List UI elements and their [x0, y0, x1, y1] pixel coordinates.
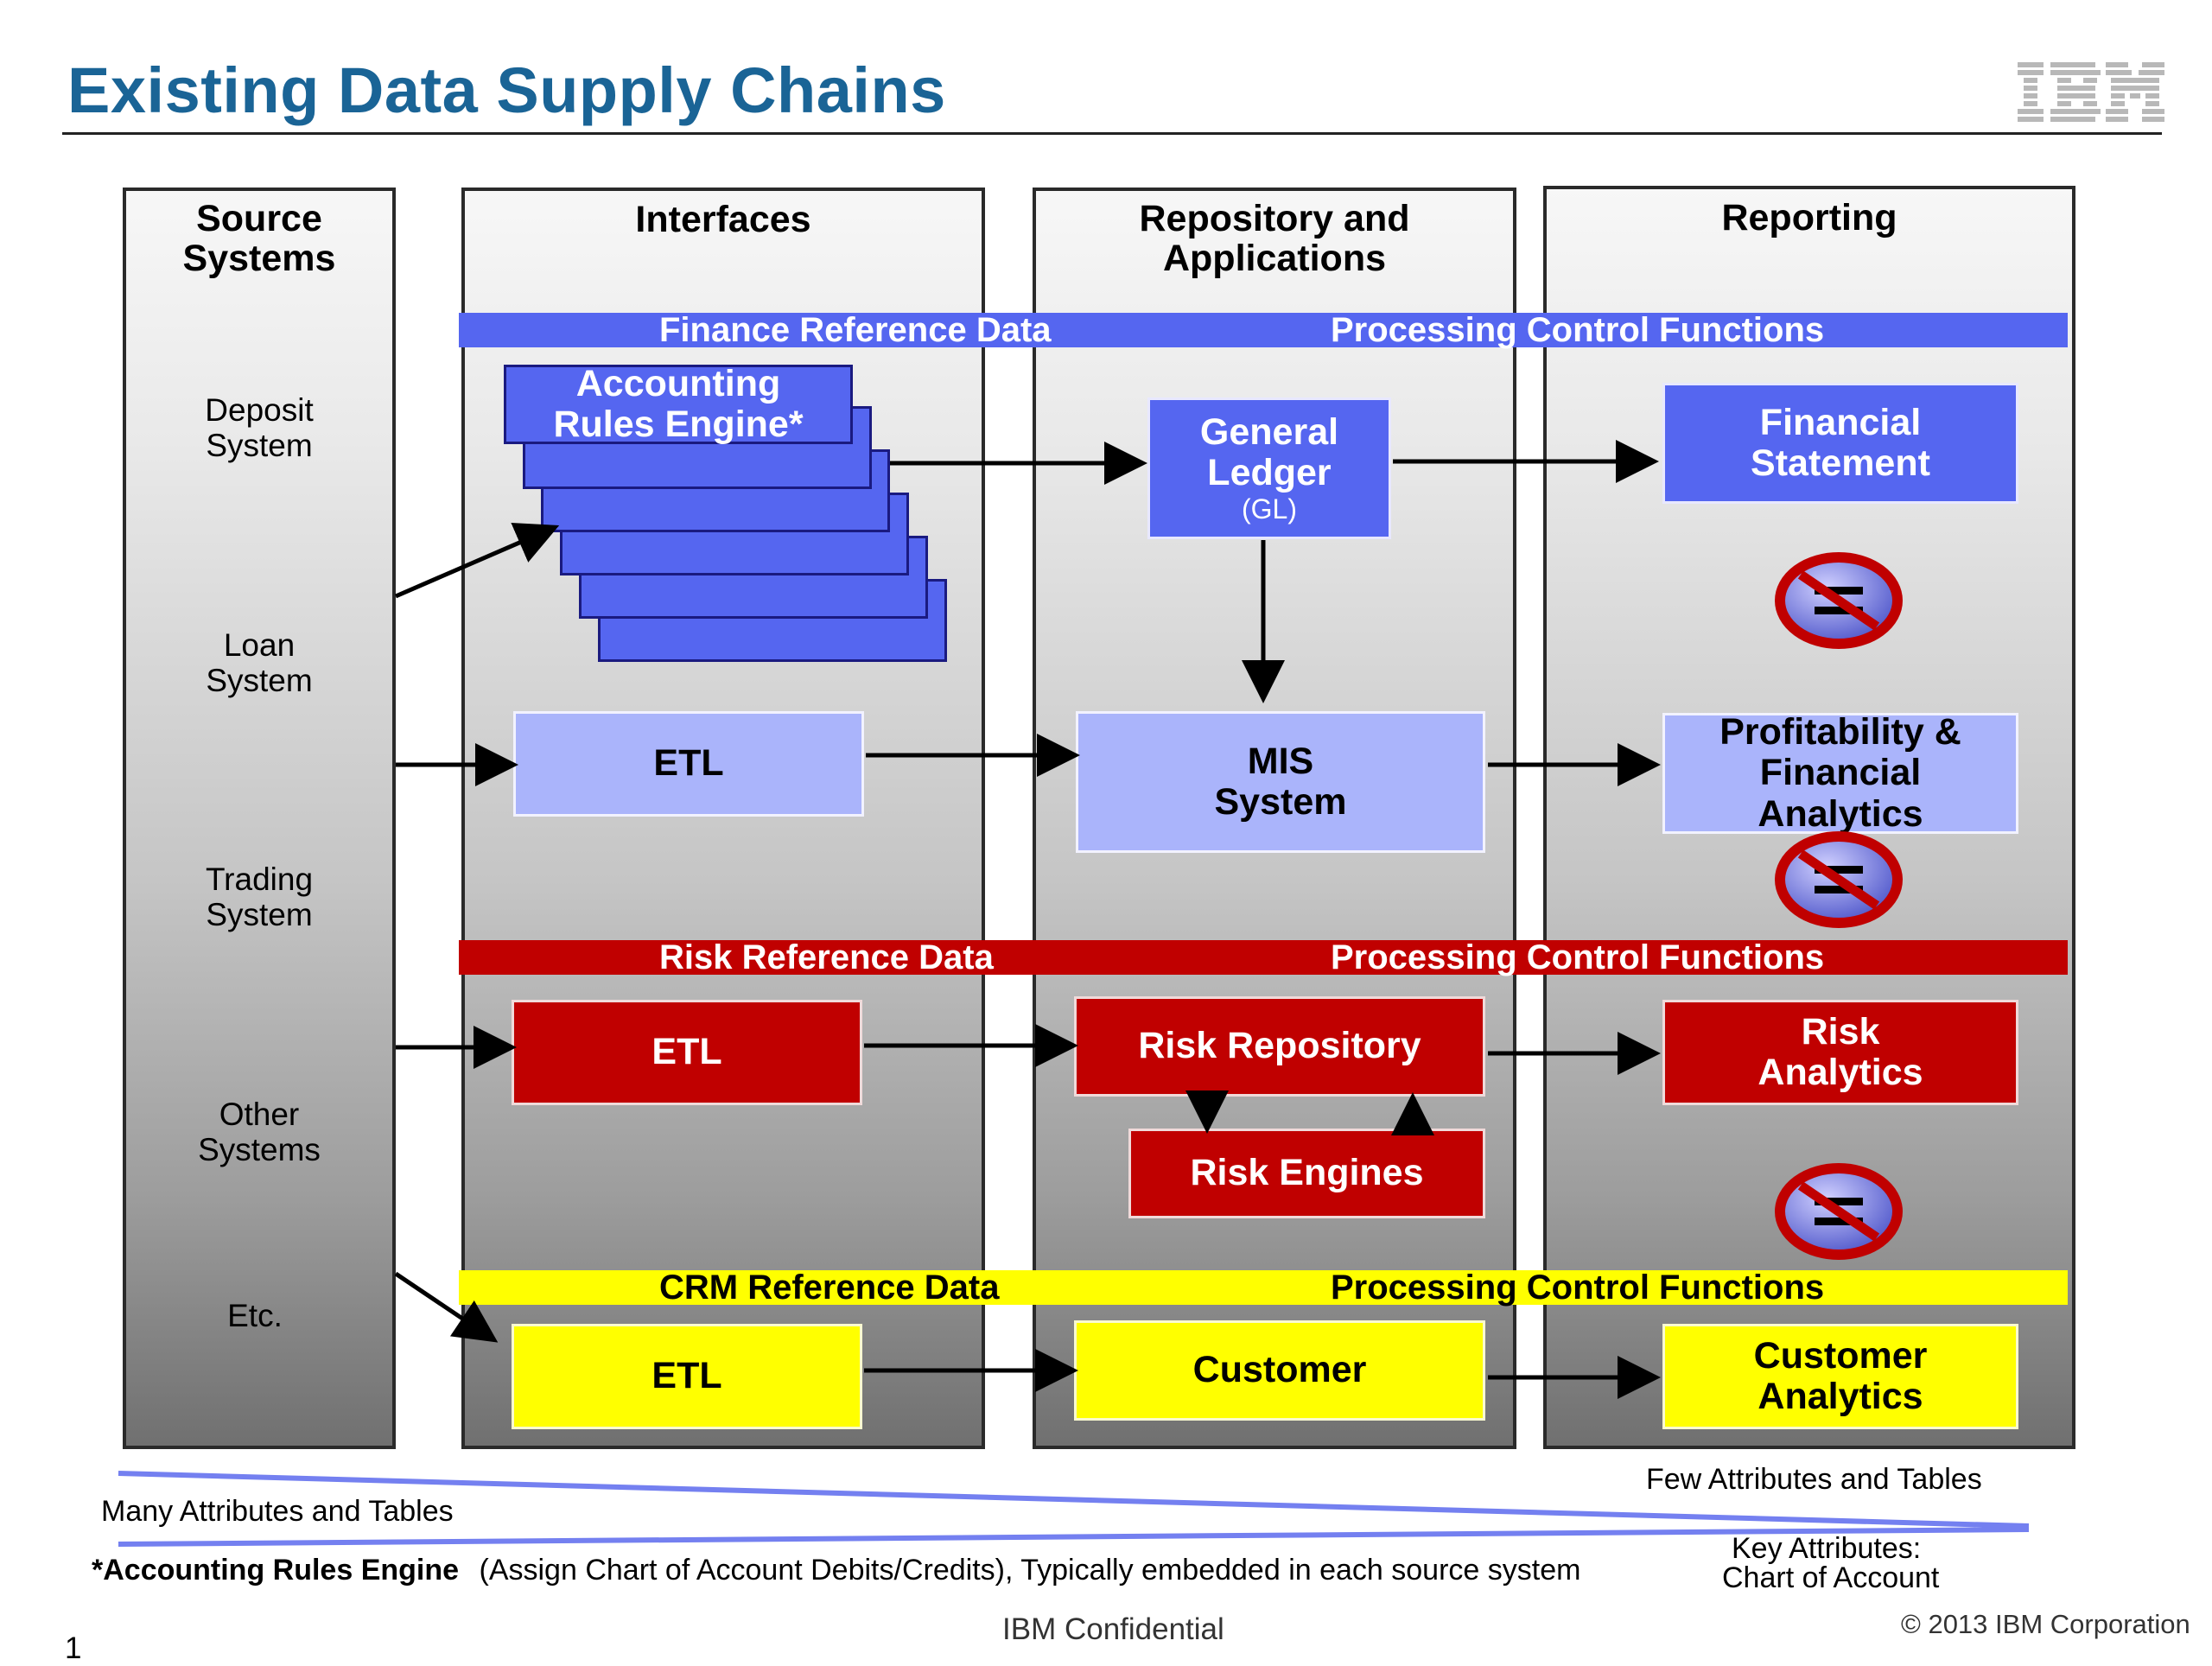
customer-box: Customer: [1074, 1320, 1485, 1421]
mis-system-box: MIS System: [1076, 711, 1485, 853]
source-etc: Etc.: [227, 1298, 283, 1333]
profitability-box: Profitability & Financial Analytics: [1662, 711, 2018, 834]
not-equal-icon: [1775, 552, 1903, 649]
header-interfaces: Interfaces: [635, 199, 811, 240]
band-risk-right-label: Processing Control Functions: [1331, 938, 1825, 976]
wedge-top-line: [118, 1471, 2030, 1529]
customer-analytics-box: Customer Analytics: [1662, 1324, 2018, 1429]
header-repository: Repository and Applications: [1139, 198, 1410, 280]
arrow-source-to-etl-crm: [394, 1271, 499, 1343]
etl-crm-box: ETL: [512, 1324, 862, 1429]
general-ledger-box: General Ledger (GL): [1147, 397, 1391, 539]
header-source-systems: Source Systems: [182, 198, 336, 280]
band-crm: CRM Reference Data Processing Control Fu…: [459, 1268, 2068, 1307]
band-finance: Finance Reference Data Processing Contro…: [459, 310, 2068, 349]
copyright: © 2013 IBM Corporation: [1901, 1609, 2190, 1639]
many-attributes-label: Many Attributes and Tables: [101, 1495, 454, 1528]
financial-statement-box: Financial Statement: [1662, 383, 2018, 504]
risk-engines-box: Risk Engines: [1128, 1129, 1485, 1218]
source-other: Other Systems: [198, 1097, 321, 1167]
band-risk-left-label: Risk Reference Data: [659, 938, 994, 976]
source-deposit: Deposit System: [205, 392, 314, 463]
risk-analytics-box: Risk Analytics: [1662, 1000, 2018, 1105]
band-crm-left-label: CRM Reference Data: [659, 1268, 1000, 1307]
chart-of-account-label: Chart of Account: [1722, 1561, 1940, 1594]
footnote-bold: *Accounting Rules Engine: [92, 1554, 460, 1587]
band-crm-right-label: Processing Control Functions: [1331, 1268, 1825, 1307]
band-risk: Risk Reference Data Processing Control F…: [459, 938, 2068, 976]
source-trading: Trading System: [205, 862, 314, 932]
page-number: 1: [65, 1631, 82, 1665]
band-finance-right-label: Processing Control Functions: [1331, 310, 1825, 349]
page-title: Existing Data Supply Chains: [67, 54, 946, 126]
key-attributes-label: Key Attributes:: [1732, 1532, 1922, 1565]
arrow-source-to-rules-engine: [395, 522, 560, 599]
column-source-systems: [123, 188, 396, 1449]
wedge-bottom-line: [118, 1527, 2030, 1547]
not-equal-icon: [1775, 1163, 1903, 1260]
general-ledger-label: General Ledger: [1199, 411, 1339, 494]
band-finance-left-label: Finance Reference Data: [659, 310, 1052, 349]
title-divider: [62, 132, 2162, 135]
footnote-text: (Assign Chart of Account Debits/Credits)…: [479, 1554, 1581, 1587]
etl-risk-box: ETL: [512, 1000, 862, 1105]
confidential-label: IBM Confidential: [1002, 1612, 1224, 1646]
source-loan: Loan System: [206, 627, 313, 698]
few-attributes-label: Few Attributes and Tables: [1646, 1463, 1982, 1496]
header-reporting: Reporting: [1721, 197, 1897, 238]
not-equal-icon: [1775, 831, 1903, 928]
footnote: *Accounting Rules Engine (Assign Chart o…: [92, 1554, 1580, 1587]
risk-repository-box: Risk Repository: [1074, 996, 1485, 1097]
general-ledger-sublabel: (GL): [1242, 493, 1297, 525]
accounting-rules-engine-box: Accounting Rules Engine*: [504, 363, 853, 445]
ibm-logo: [2018, 62, 2164, 122]
etl-finance-box: ETL: [513, 711, 864, 817]
